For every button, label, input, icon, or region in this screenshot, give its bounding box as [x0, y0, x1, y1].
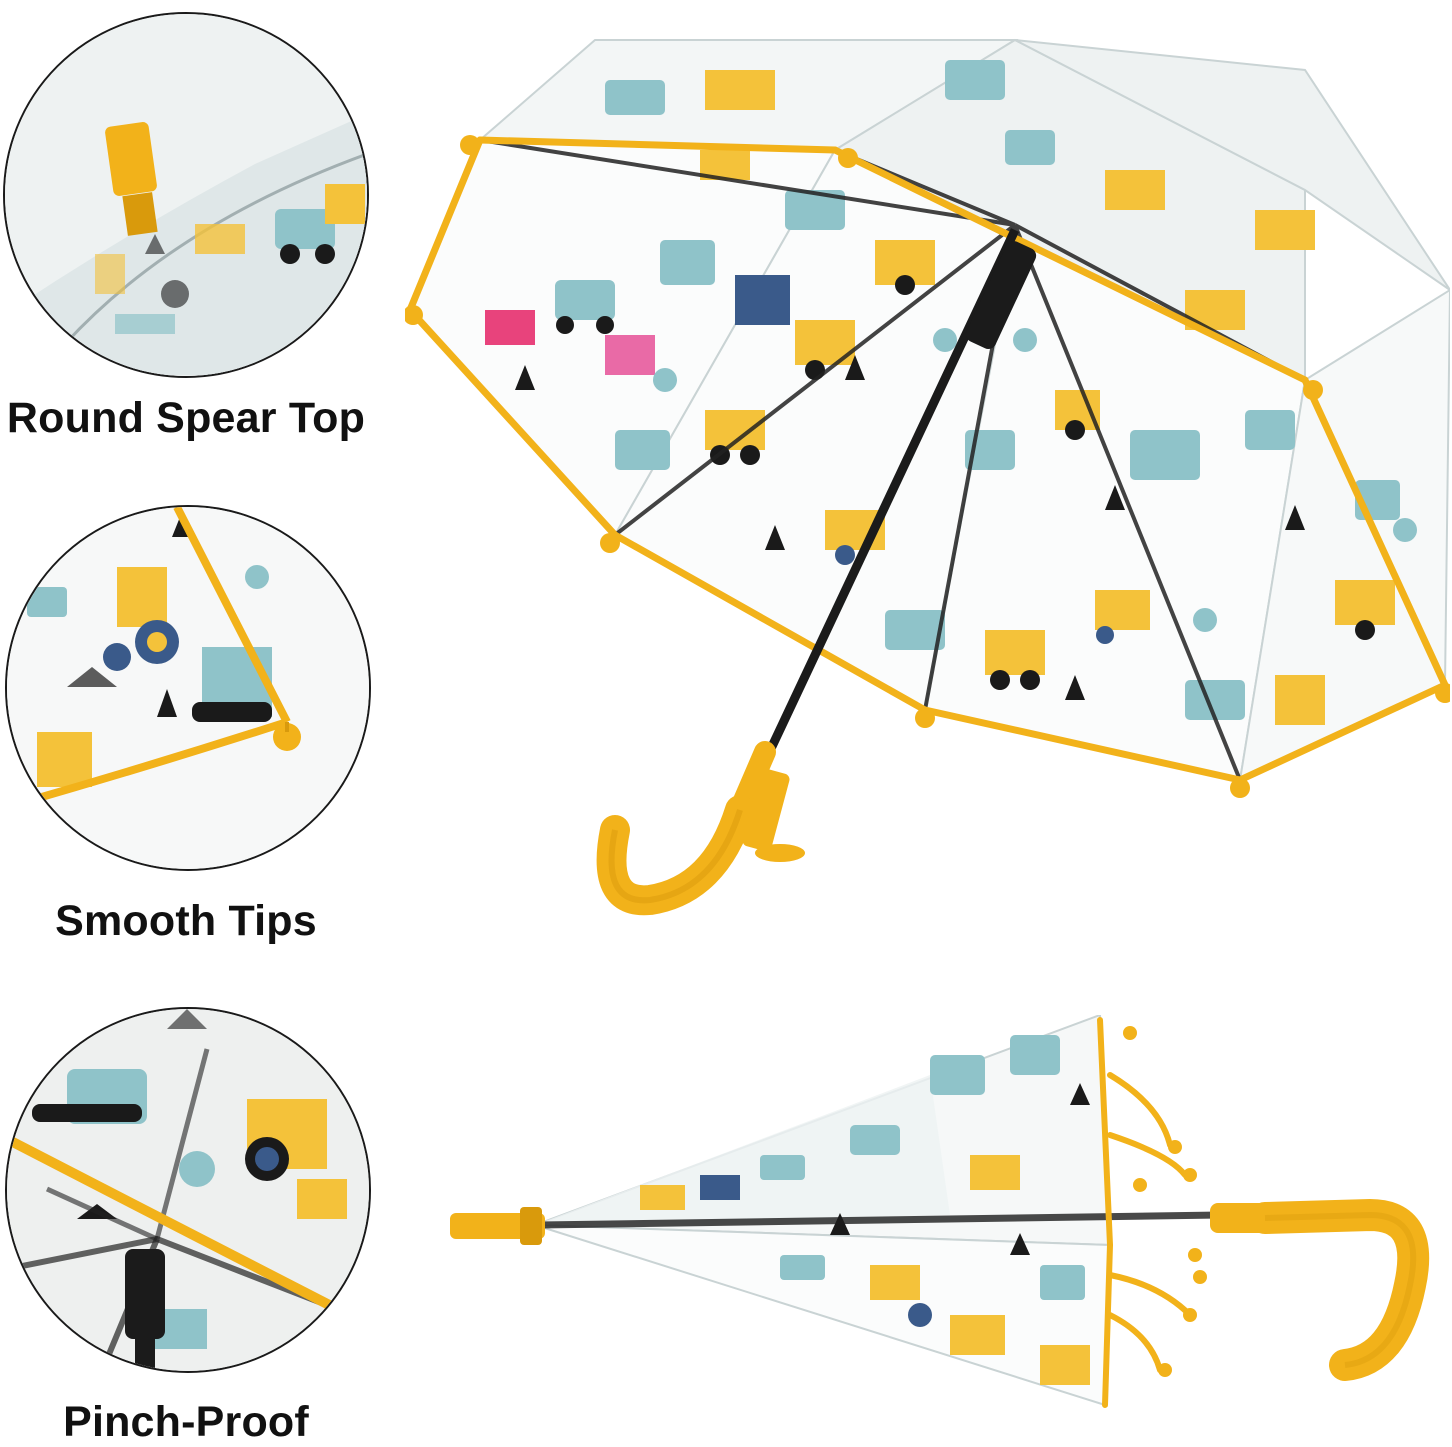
closed-umbrella-photo: [450, 1015, 1450, 1440]
feature-label-pinch-proof: Pinch-Proof: [63, 1398, 309, 1446]
tips-closeup-icon: [5, 505, 371, 871]
open-umbrella-photo: [405, 10, 1450, 930]
spear-top-closeup-icon: [3, 12, 369, 378]
feature-label-round-spear-top: Round Spear Top: [6, 394, 366, 442]
pinch-proof-closeup-icon: [5, 1007, 371, 1373]
feature-label-smooth-tips: Smooth Tips: [55, 897, 317, 945]
